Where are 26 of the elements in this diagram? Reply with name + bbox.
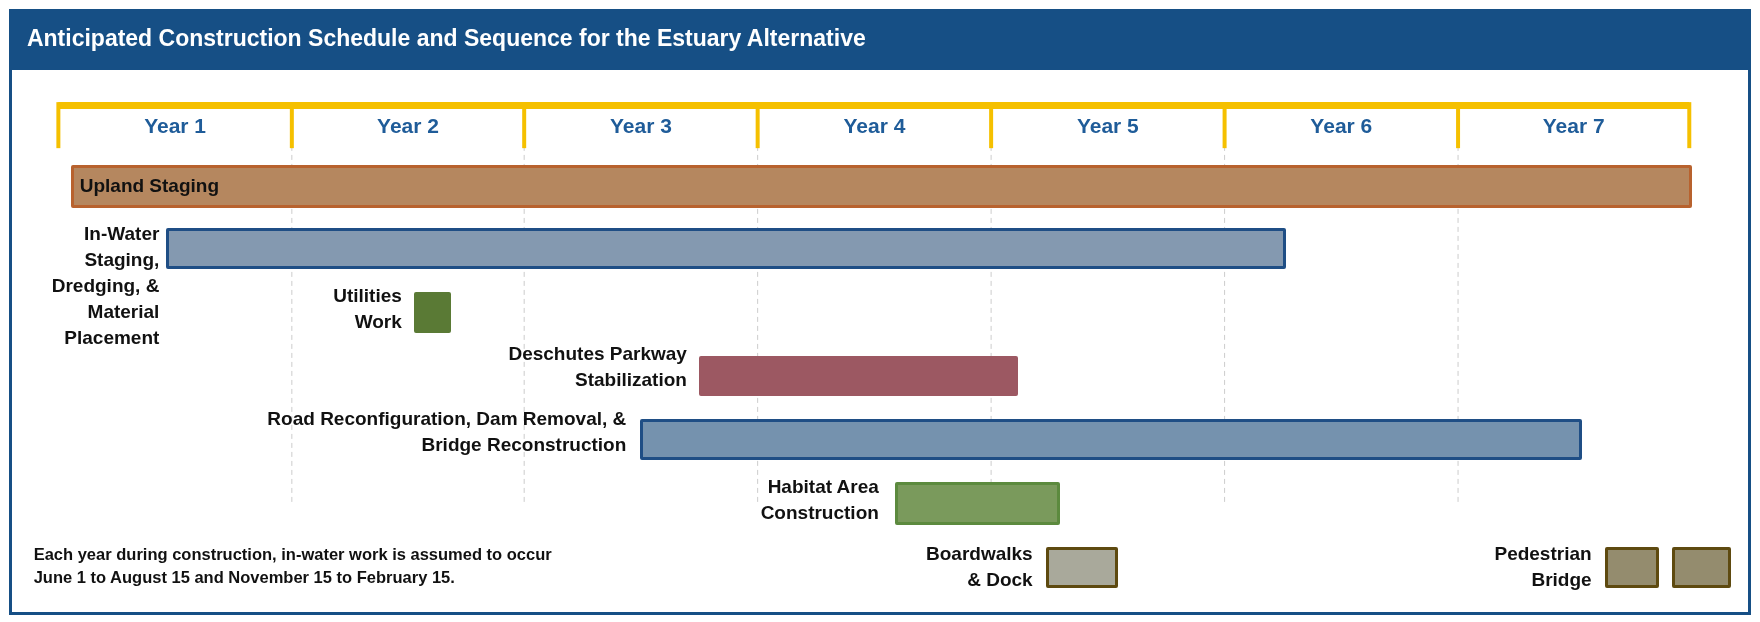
year-label: Year 5 — [1075, 114, 1140, 139]
schedule-bar — [894, 481, 1060, 526]
year-label: Year 1 — [143, 114, 208, 139]
bar-label: In-Water Staging, Dredging, & Material Placement — [50, 222, 160, 351]
bar-label: Deschutes Parkway Stabilization — [507, 342, 687, 393]
bar-label: Habitat Area Construction — [759, 474, 879, 525]
schedule-bar — [166, 227, 1287, 270]
bar-label: Utilities Work — [332, 283, 402, 334]
bar-label: Road Reconfiguration, Dam Removal, & Bridge Reconstruction — [266, 407, 627, 458]
footnote: Each year during construction, in-water work is assumed to occur June 1 to August 15 and November 15 to February 15. — [33, 544, 553, 589]
schedule-bar — [1046, 546, 1118, 589]
year-label: Year 7 — [1541, 114, 1606, 139]
bar-label: Upland Staging — [79, 175, 220, 198]
schedule-bar — [639, 418, 1582, 461]
schedule-bar — [70, 165, 1692, 208]
year-label: Year 6 — [1309, 114, 1374, 139]
bar-label: Pedestrian Bridge — [1493, 542, 1592, 592]
year-label: Year 3 — [608, 114, 673, 139]
year-label: Year 2 — [376, 114, 440, 139]
schedule-bar — [699, 355, 1019, 397]
schedule-bar — [1672, 546, 1731, 589]
year-label: Year 4 — [842, 114, 907, 139]
schedule-bar — [1605, 546, 1659, 589]
bar-label: Boardwalks & Dock — [925, 542, 1033, 592]
title: Anticipated Construction Schedule and Sequence for the Estuary Alternative — [26, 24, 866, 52]
schedule-bar — [414, 291, 452, 334]
